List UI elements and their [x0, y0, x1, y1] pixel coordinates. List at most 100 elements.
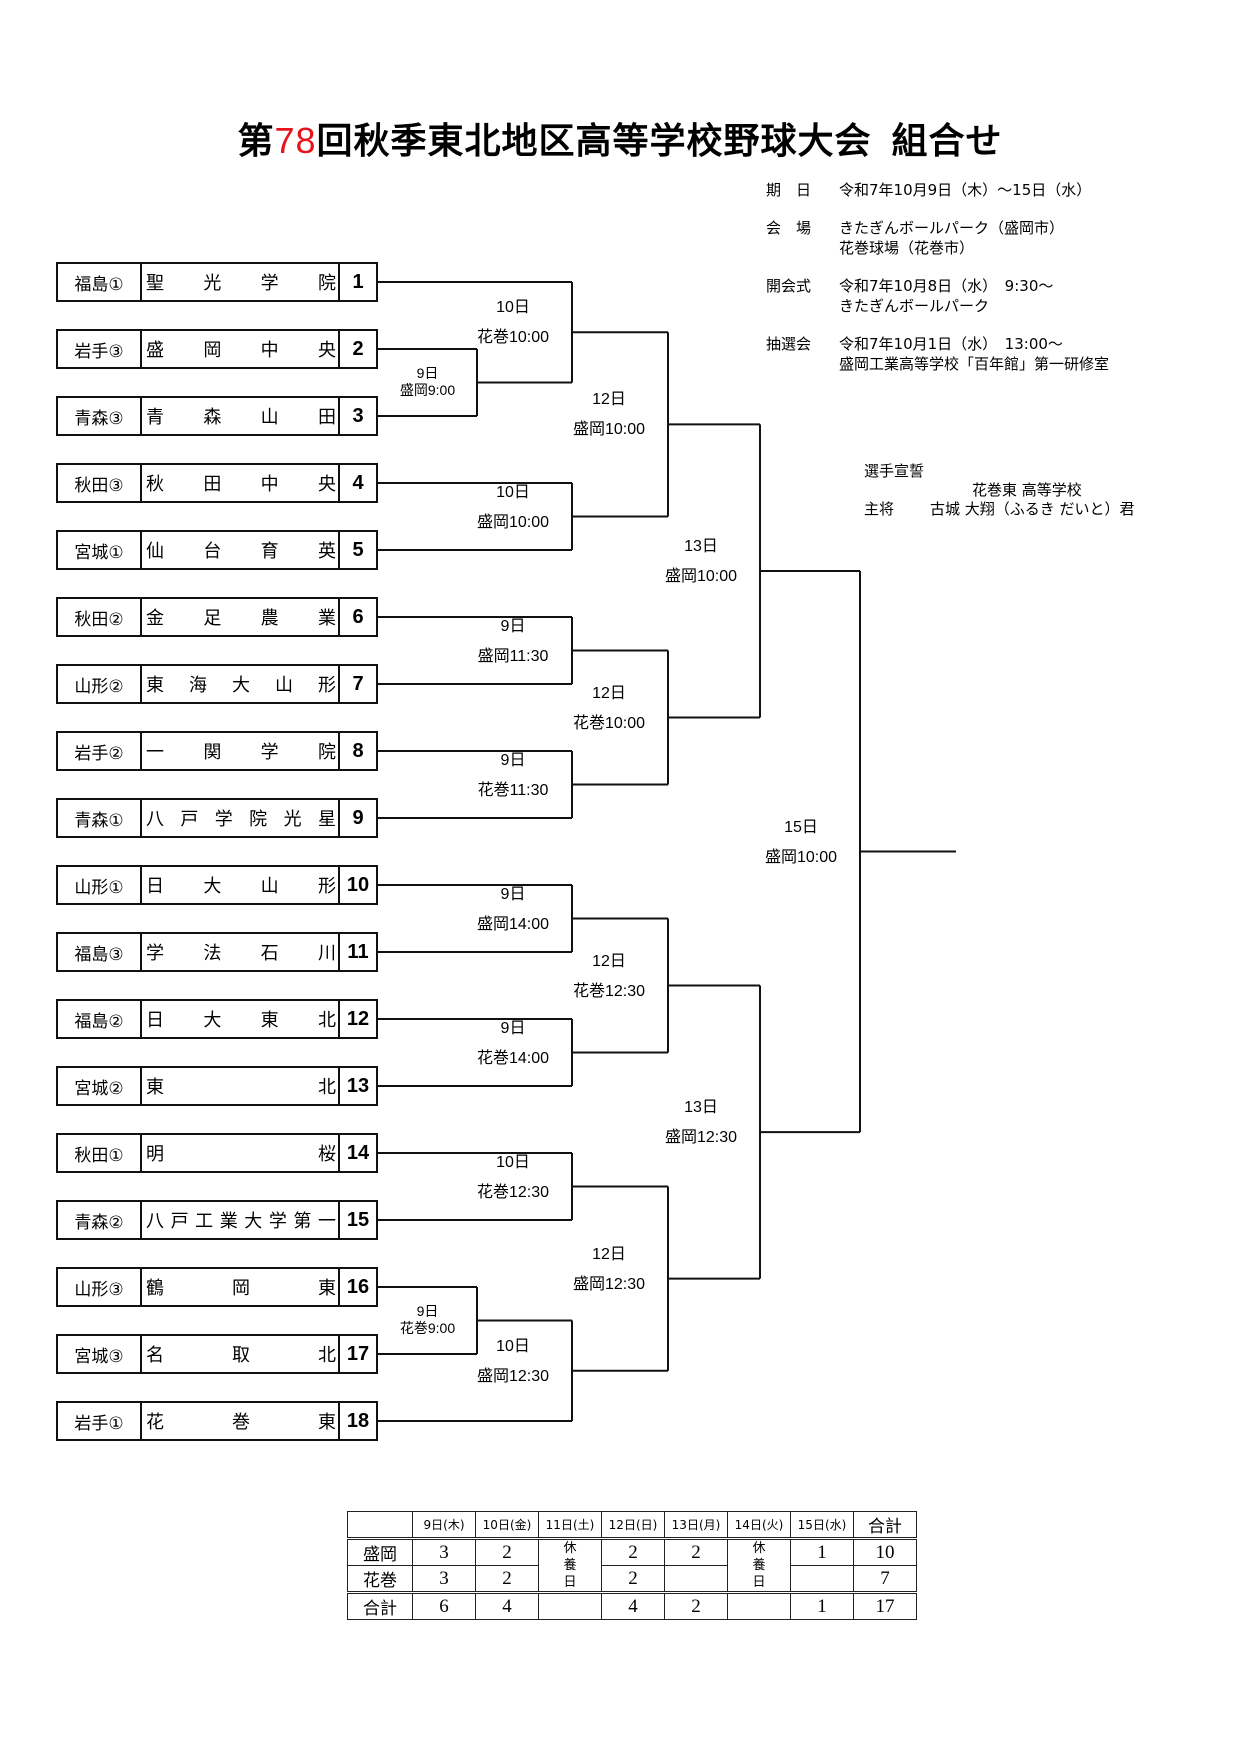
match-label: 9日花巻11:30: [458, 751, 568, 801]
team-name-char: 一: [317, 1211, 336, 1232]
match-venue-time: 盛岡12:30: [572, 1275, 646, 1293]
team-seed-number: 15: [346, 1208, 370, 1231]
team-name: 名取北: [142, 1336, 340, 1372]
team-seed-number: 18: [346, 1409, 370, 1432]
info-label: 開会式: [766, 277, 812, 295]
team-name-char: 巻: [232, 1412, 250, 1433]
match-day: 9日: [416, 364, 439, 381]
team-name-char: 形: [318, 675, 336, 696]
team-name-char: 桜: [318, 1144, 336, 1165]
team-name: 仙台育英: [142, 532, 340, 568]
match-venue-time: 花巻9:00: [399, 1319, 456, 1336]
rest-day-char: 日: [752, 1575, 766, 1590]
team-name: 秋田中央: [142, 465, 340, 501]
table-header-cell: 12日(日): [601, 1511, 665, 1540]
team-name-char: 田: [317, 407, 336, 428]
table-header-row: 9日(木)10日(金)11日(土)12日(日)13日(月)14日(火)15日(水…: [347, 1511, 917, 1540]
page-subtitle: 組合せ: [891, 121, 1003, 162]
team-name-char: 山: [260, 876, 279, 897]
row-label: 合計: [347, 1591, 413, 1620]
team-name-char: 日: [146, 876, 164, 897]
team-name-char: 戸: [170, 1211, 189, 1232]
page-title: 第78回秋季東北地区高等学校野球大会組合せ: [237, 120, 1003, 162]
games-per-day-table: 9日(木)10日(金)11日(土)12日(日)13日(月)14日(火)15日(水…: [347, 1511, 917, 1620]
team-name-char: 学: [146, 943, 164, 964]
row-label: 花巻: [347, 1565, 413, 1593]
table-cell: 6: [412, 1591, 476, 1620]
table-cell: [790, 1565, 854, 1593]
team-seed-number: 13: [346, 1074, 370, 1097]
team-name-char: 農: [260, 608, 279, 629]
team-name-char: 海: [189, 675, 207, 696]
team-name: 東海大山形: [142, 666, 340, 702]
oath-school: 花巻東 高等学校: [972, 481, 1082, 499]
team-prefecture: 福島③: [58, 934, 142, 970]
match-day: 12日: [592, 684, 626, 702]
team-prefecture: 福島②: [58, 1001, 142, 1037]
table-cell: [538, 1591, 602, 1620]
team-name-char: 光: [203, 273, 222, 294]
team-name-char: 八: [146, 809, 164, 830]
info-line: きたぎんボールパーク（盛岡市）: [839, 219, 1065, 237]
team-name-char: 大: [203, 1010, 222, 1031]
team-name-char: 第: [293, 1211, 312, 1232]
team-name-char: 明: [146, 1144, 164, 1165]
info-line: 盛岡工業高等学校「百年館」第一研修室: [839, 355, 1110, 373]
team-name-char: 中: [260, 474, 279, 495]
team-name-char: 岡: [203, 340, 222, 361]
team-name-char: 秋: [146, 474, 164, 495]
info-row: 抽選会令和7年10月1日（水） 13:00～盛岡工業高等学校「百年館」第一研修室: [766, 334, 1109, 374]
team-name: 八戸工業大学第一: [142, 1202, 340, 1238]
team-prefecture: 山形②: [58, 666, 142, 702]
info-value: きたぎんボールパーク（盛岡市）花巻球場（花巻市）: [839, 218, 1064, 258]
team-prefecture: 岩手①: [58, 1403, 142, 1439]
team-name-char: 仙: [146, 541, 164, 562]
team-name-char: 院: [249, 809, 268, 830]
table-cell: 7: [853, 1565, 917, 1593]
table-cell: 2: [601, 1538, 665, 1566]
team-name-char: 一: [146, 742, 164, 763]
info-value: 令和7年10月9日（木）～15日（水）: [839, 180, 1091, 200]
match-day: 9日: [500, 751, 526, 769]
table-cell: 1: [790, 1591, 854, 1620]
team-name: 日大山形: [142, 867, 340, 903]
team-name-char: 大: [244, 1211, 263, 1232]
table-cell: [727, 1591, 791, 1620]
match-venue-time: 盛岡12:30: [664, 1129, 738, 1147]
rest-day-char: 日: [563, 1575, 577, 1590]
match-venue-time: 花巻11:30: [477, 781, 549, 799]
team-name-char: 大: [232, 675, 250, 696]
team-seed-number: 11: [347, 940, 369, 963]
team-name-char: 北: [318, 1345, 336, 1366]
team-prefecture: 秋田③: [58, 465, 142, 501]
team-name-char: 青: [146, 407, 164, 428]
team-seed-number: 17: [346, 1342, 370, 1365]
team-name-char: 法: [203, 943, 222, 964]
team-name-char: 東: [318, 1278, 336, 1299]
info-row: 期 日令和7年10月9日（木）～15日（水）: [766, 180, 1109, 200]
table-cell: 3: [412, 1538, 476, 1566]
match-label: 9日花巻9:00: [373, 1303, 483, 1337]
team-name-char: 取: [232, 1345, 250, 1366]
row-label: 盛岡: [347, 1538, 413, 1566]
match-label: 15日盛岡10:00: [746, 818, 856, 868]
team-prefecture: 山形③: [58, 1269, 142, 1305]
team-prefecture: 宮城③: [58, 1336, 142, 1372]
team-prefecture: 岩手③: [58, 331, 142, 367]
info-label: 会 場: [766, 219, 812, 237]
player-oath: 選手宣誓 花巻東 高等学校 主将古城 大翔（ふるき だいと）君: [864, 462, 1135, 519]
team-name-char: 岡: [232, 1278, 250, 1299]
